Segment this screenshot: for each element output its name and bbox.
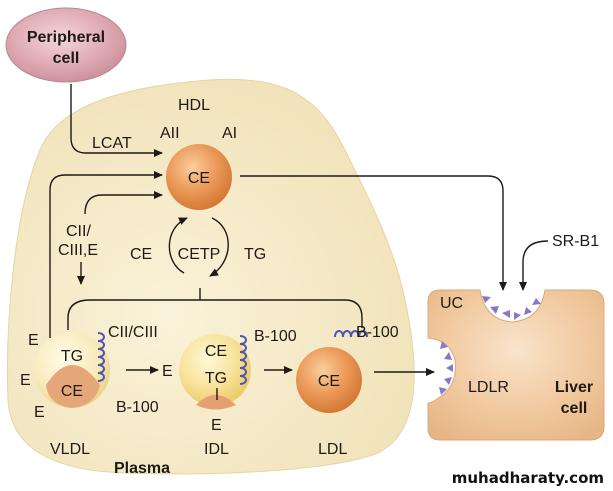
vldl-particle (34, 332, 110, 408)
lcat-label: LCAT (92, 135, 132, 152)
apo-a2-label: AII (160, 125, 180, 142)
liver-cell (427, 289, 605, 441)
plasma-region (6, 78, 415, 475)
vldl-apo-e-2: E (20, 372, 31, 389)
apo-a1-label: AI (222, 125, 237, 142)
vldl-apo-b-label: B-100 (116, 399, 159, 416)
srb1-label: SR-B1 (552, 233, 599, 250)
idl-label: IDL (204, 441, 229, 458)
ldl-apo-b-label: B-100 (356, 324, 399, 341)
vldl-to-hdl-arrow (49, 171, 163, 338)
hdl-label: HDL (178, 97, 210, 114)
ldlr-receptors (439, 341, 453, 395)
hdl-ce-label: CE (188, 170, 210, 187)
vldl-apo-c-label: CII/CIII (108, 324, 158, 341)
cetp-tg-label: TG (244, 246, 266, 263)
ldl-particle (296, 330, 368, 413)
cetp-ce-label: CE (130, 246, 152, 263)
peripheral-cell: Peripheral cell (5, 7, 127, 83)
srb1-arrow (519, 240, 549, 291)
lcat-arrow (70, 84, 163, 157)
liver-cell-label-2: cell (561, 400, 588, 417)
transfer-label-1: CII/ (66, 223, 91, 240)
idl-apo-helix (239, 335, 247, 385)
peripheral-cell-label-1: Peripheral (27, 29, 105, 46)
transfer-label-2: CIII,E (58, 242, 98, 259)
ldl-apo-helix (334, 330, 368, 338)
cetp-arrow-left (168, 217, 188, 274)
idl-apo-e-label: E (211, 417, 222, 434)
idl-tg-label: TG (205, 370, 227, 387)
hdl-to-liver-arrow (240, 175, 507, 291)
idl-ce-label: CE (205, 343, 227, 360)
vldl-ce-label: CE (61, 383, 83, 400)
vldl-label: VLDL (50, 441, 90, 458)
uc-label: UC (440, 295, 463, 312)
idl-particle (179, 334, 251, 410)
watermark: muhadharaty.com (452, 469, 604, 487)
ldl-label: LDL (318, 441, 347, 458)
vldl-apo-helix (97, 332, 105, 382)
lipoprotein-bracket (67, 299, 363, 330)
peripheral-cell-label-2: cell (53, 50, 80, 67)
plasma-label: Plasma (114, 460, 170, 477)
cetp-arrow-right (209, 217, 229, 277)
vldl-apo-e-1: E (28, 332, 39, 349)
liver-cell-label-1: Liver (555, 379, 593, 396)
srb1-receptors (482, 296, 541, 320)
ldlr-label: LDLR (468, 379, 509, 396)
step-e-label: E (162, 363, 173, 380)
vldl-apo-e-3: E (34, 404, 45, 421)
cetp-label: CETP (178, 246, 221, 263)
idl-apo-b-label: B-100 (254, 328, 297, 345)
transfer-arrow-up (84, 191, 163, 215)
vldl-tg-label: TG (61, 348, 83, 365)
ldl-ce-label: CE (318, 373, 340, 390)
hdl-particle (166, 144, 232, 210)
